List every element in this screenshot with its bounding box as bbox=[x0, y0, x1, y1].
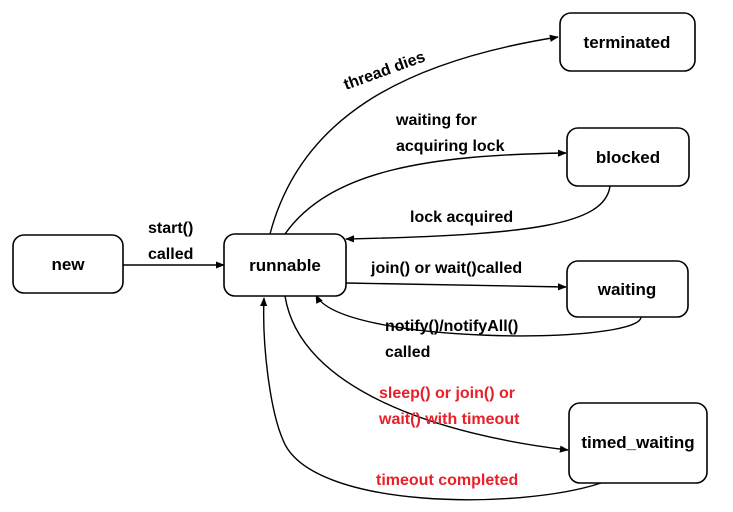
state-runnable: runnable bbox=[223, 233, 347, 297]
state-runnable-label: runnable bbox=[249, 256, 321, 275]
label-start-line1: start() bbox=[148, 220, 193, 237]
label-notify-line1: notify()/notifyAll() bbox=[385, 318, 518, 335]
state-new-label: new bbox=[51, 255, 85, 274]
state-timed-waiting: timed_waiting bbox=[568, 402, 708, 484]
state-timed-waiting-label: timed_waiting bbox=[581, 433, 694, 452]
state-blocked-label: blocked bbox=[596, 148, 660, 167]
edge-timed-waiting-to-runnable bbox=[260, 297, 602, 501]
edge-runnable-to-terminated bbox=[269, 34, 559, 235]
edge-blocked-to-runnable bbox=[345, 185, 611, 243]
state-terminated: terminated bbox=[559, 12, 696, 72]
label-thread-dies: thread dies bbox=[342, 49, 428, 94]
label-start-line2: called bbox=[148, 246, 193, 263]
edge-waiting-to-runnable bbox=[315, 294, 642, 337]
state-blocked: blocked bbox=[566, 127, 690, 187]
state-new: new bbox=[12, 234, 124, 294]
label-sleep-line1: sleep() or join() or bbox=[379, 385, 515, 402]
state-waiting: waiting bbox=[566, 260, 689, 318]
label-waiting-lock-line2: acquiring lock bbox=[396, 138, 505, 155]
state-waiting-label: waiting bbox=[597, 280, 657, 299]
label-timeout-completed: timeout completed bbox=[376, 472, 518, 489]
label-join-wait: join() or wait()called bbox=[370, 260, 522, 277]
edge-runnable-to-blocked bbox=[284, 149, 567, 235]
label-sleep-line2: wait() with timeout bbox=[378, 411, 520, 428]
label-lock-acquired: lock acquired bbox=[410, 209, 513, 226]
edge-runnable-to-waiting bbox=[345, 282, 567, 291]
edge-runnable-to-timed-waiting bbox=[284, 295, 569, 453]
label-notify-line2: called bbox=[385, 344, 430, 361]
state-terminated-label: terminated bbox=[584, 33, 671, 52]
label-waiting-lock-line1: waiting for bbox=[395, 112, 477, 129]
